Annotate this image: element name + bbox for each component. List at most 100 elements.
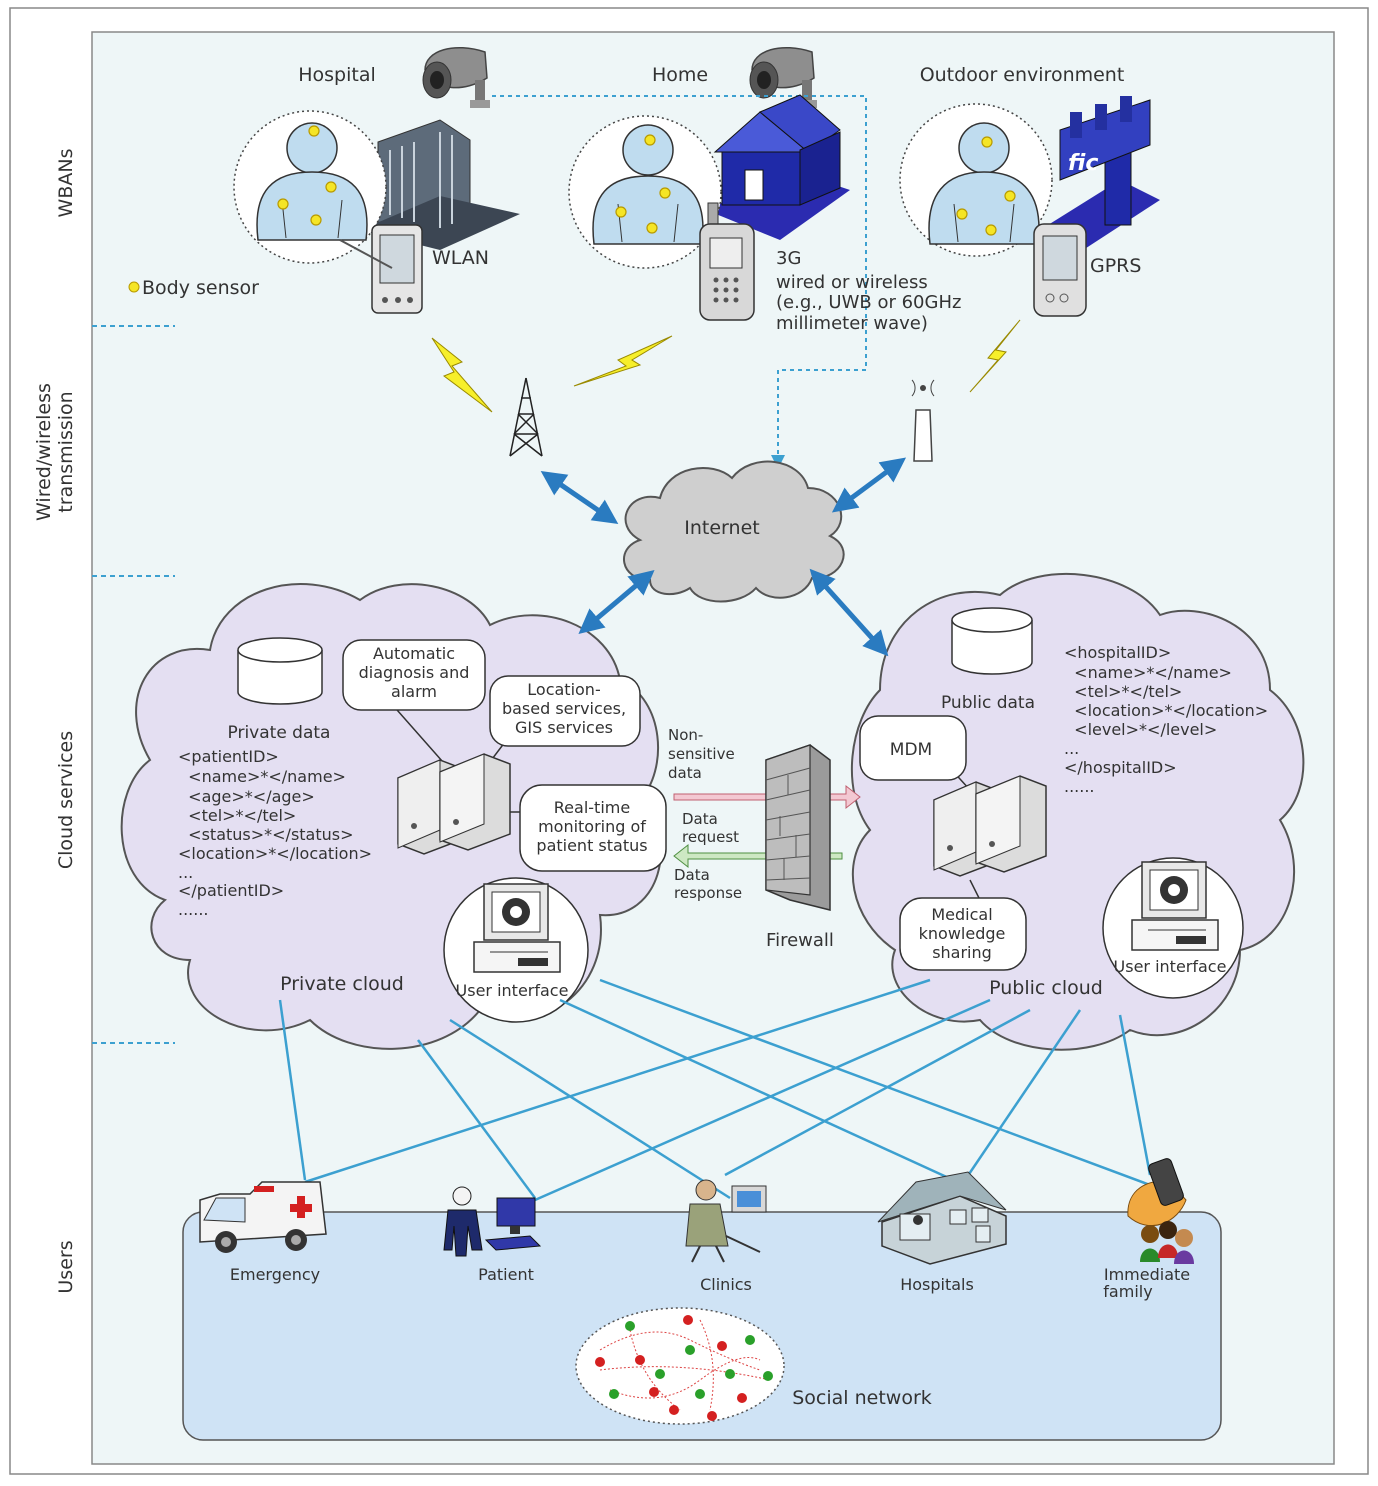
user-connection-lines	[278, 978, 1152, 1202]
box-text: diagnosis and	[359, 663, 470, 682]
private-record-line: </patientID>	[178, 881, 284, 900]
box-text: Medical	[931, 905, 992, 924]
box-text: Real-time	[554, 798, 630, 817]
bidirectional-arrow	[540, 457, 907, 657]
layer-label-cloud-services: Cloud services	[55, 731, 77, 869]
private-record-line: <location>*</location>	[178, 844, 372, 863]
box-text: Location-	[527, 680, 600, 699]
private-record-line: ...	[178, 863, 193, 882]
public-record-line: </hospitalID>	[1064, 758, 1177, 777]
layer-label-users: Users	[55, 1240, 77, 1293]
patient-body-home	[568, 115, 722, 269]
home-link-mm: millimeter wave)	[776, 313, 928, 334]
box-text: sharing	[932, 943, 992, 962]
public-record: <hospitalID> <name>*</name> <tel>*</tel>…	[1064, 643, 1268, 796]
family-label: Immediate	[1104, 1265, 1190, 1284]
mdm-label: MDM	[890, 740, 932, 760]
home-link-example: (e.g., UWB or 60GHz	[776, 292, 961, 313]
home-house-icon	[706, 94, 850, 240]
home-link-wired: wired or wireless	[776, 272, 928, 293]
pda-device-icon	[1033, 223, 1087, 317]
public-record-line: ......	[1064, 777, 1095, 796]
pda-device-icon	[339, 224, 423, 314]
service-box-monitoring: Real-time monitoring of patient status	[519, 784, 667, 872]
private-record-line: <age>*</age>	[178, 787, 315, 806]
nonsensitive-label: sensitive	[668, 745, 735, 763]
public-data-label: Public data	[941, 693, 1035, 713]
private-data-db-icon	[237, 637, 323, 705]
home-label: Home	[652, 64, 708, 86]
mdm-box: MDM	[859, 715, 967, 781]
sign-text: fic	[1068, 151, 1098, 176]
request-label: Data	[682, 810, 718, 828]
layer-label-transmission-2: transmission	[55, 391, 77, 512]
nonsensitive-label: Non-	[668, 726, 703, 744]
private-record: <patientID> <name>*</name> <age>*</age> …	[178, 747, 372, 919]
private-ui-label: User interface	[456, 981, 569, 1000]
social-network-label: Social network	[792, 1387, 932, 1409]
box-text: Automatic	[373, 644, 455, 663]
hospitals-label: Hospitals	[900, 1275, 974, 1294]
public-cloud-title: Public cloud	[989, 977, 1103, 999]
wlan-label: WLAN	[432, 247, 489, 269]
private-cloud-title: Private cloud	[280, 973, 404, 995]
service-box-location: Location- based services, GIS services	[489, 675, 641, 747]
private-record-line: <patientID>	[178, 747, 279, 766]
body-sensor-icon	[277, 125, 1016, 236]
camera-icon	[422, 46, 490, 108]
private-data-label: Private data	[228, 723, 331, 743]
clinic-doctor-icon	[685, 1179, 767, 1263]
patient-label: Patient	[478, 1265, 534, 1284]
public-record-line: <name>*</name>	[1064, 663, 1232, 682]
internet-cloud	[623, 460, 845, 603]
service-box-diagnosis: Automatic diagnosis and alarm	[342, 639, 486, 711]
ambulance-icon	[199, 1181, 327, 1253]
wireless-access-point-icon	[911, 379, 935, 462]
server-icon	[397, 753, 511, 855]
server-icon	[933, 775, 1047, 877]
lightning-icon	[431, 319, 1021, 413]
social-network-icon	[575, 1307, 785, 1425]
layer-label-transmission: Wired/wireless	[33, 383, 55, 521]
body-sensor-legend-icon	[128, 281, 140, 293]
public-record-line: <level>*</level>	[1064, 720, 1217, 739]
camera-icon	[749, 46, 817, 108]
response-label: response	[674, 884, 742, 902]
box-text: monitoring of	[538, 817, 646, 836]
response-label: Data	[674, 866, 710, 884]
cell-phone-icon	[699, 202, 755, 321]
emergency-label: Emergency	[230, 1265, 320, 1284]
box-text: alarm	[391, 682, 437, 701]
patient-at-computer-icon	[443, 1186, 542, 1257]
patient-body-hospital	[233, 110, 387, 264]
user-interface-terminal-icon	[1102, 857, 1244, 999]
firewall-icon	[765, 744, 831, 911]
public-ui-label: User interface	[1114, 957, 1227, 976]
hospital-building-icon	[877, 1171, 1007, 1265]
hospital-label: Hospital	[298, 64, 376, 86]
public-record-line: <tel>*</tel>	[1064, 682, 1182, 701]
box-text: patient status	[536, 836, 647, 855]
box-text: knowledge	[919, 924, 1006, 943]
user-interface-terminal-icon	[443, 877, 589, 1023]
firewall-label: Firewall	[766, 930, 834, 951]
family-label: family	[1103, 1282, 1152, 1301]
patient-body-outdoor	[899, 103, 1053, 257]
family-phone-icon	[1127, 1158, 1194, 1264]
box-text: based services,	[502, 699, 626, 718]
clinics-label: Clinics	[700, 1275, 752, 1294]
camera-internet-link	[492, 95, 867, 469]
gprs-label: GPRS	[1090, 255, 1141, 277]
service-box-knowledge: Medical knowledge sharing	[899, 897, 1027, 971]
public-record-line: <hospitalID>	[1064, 643, 1171, 662]
box-text: GIS services	[515, 718, 613, 737]
nonsensitive-label: data	[668, 764, 702, 782]
private-record-line: ......	[178, 900, 209, 919]
public-record-line: ...	[1064, 739, 1079, 758]
private-record-line: <name>*</name>	[178, 767, 346, 786]
outdoor-label: Outdoor environment	[920, 64, 1125, 86]
internet-label: Internet	[684, 517, 759, 539]
private-record-line: <status>*</status>	[178, 825, 354, 844]
